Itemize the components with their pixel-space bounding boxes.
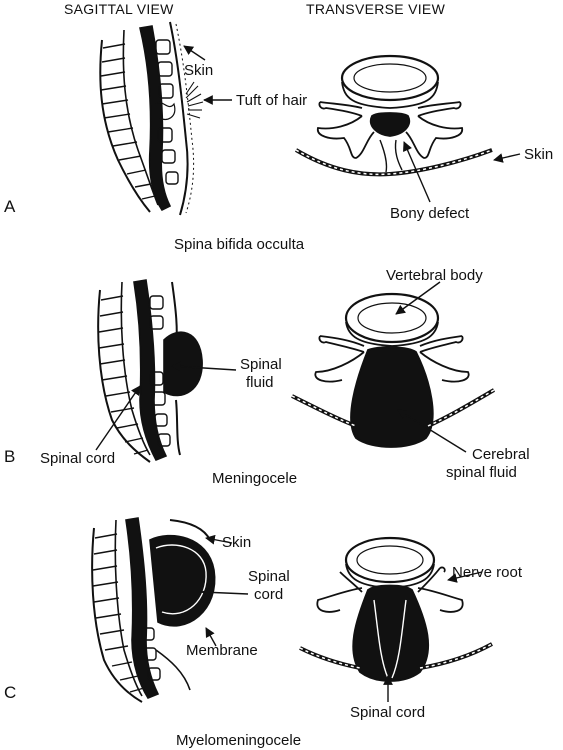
panel-c-letter: C — [4, 683, 17, 702]
leader-vertebral-body — [395, 281, 441, 315]
leader-skin-a-right — [493, 153, 521, 163]
label-nerve-root: Nerve root — [452, 564, 523, 581]
label-spinal-cord-c-line2: cord — [254, 586, 284, 603]
label-skin-a-left: Skin — [184, 62, 214, 79]
label-tuft-of-hair: Tuft of hair — [236, 92, 308, 109]
label-spinal-fluid-line2: fluid — [246, 374, 274, 391]
label-membrane: Membrane — [186, 642, 258, 659]
leader-spinal-fluid — [171, 361, 237, 372]
label-spinal-cord-c-line1: Spinal — [248, 568, 290, 585]
panel-c-transverse — [299, 536, 493, 682]
label-vertebral-body: Vertebral body — [386, 267, 483, 284]
panel-b-sagittal — [97, 279, 203, 463]
panel-a-sagittal — [99, 21, 204, 216]
leader-spinal-cord-c — [201, 587, 249, 598]
label-spinal-cord-b: Spinal cord — [40, 450, 116, 467]
leader-nerve-root — [447, 571, 483, 583]
label-spinal-cord-bottom: Spinal cord — [350, 704, 426, 721]
leader-spinal-cord-b — [95, 385, 141, 451]
leader-cerebral-fluid — [397, 409, 467, 453]
leader-lines — [95, 45, 521, 702]
label-cerebral-line1: Cerebral — [472, 446, 530, 463]
panel-c-sagittal — [91, 517, 216, 703]
panel-a-letter: A — [4, 197, 16, 216]
label-skin-a-right: Skin — [524, 146, 554, 163]
panel-b-transverse — [291, 292, 496, 448]
leader-skin-c — [205, 534, 233, 545]
leader-bony-defect — [403, 141, 431, 203]
label-cerebral-line2: spinal fluid — [446, 464, 517, 481]
panel-b-title: Meningocele — [212, 470, 298, 487]
leader-skin-a-left — [183, 45, 206, 61]
panel-a-transverse — [294, 54, 493, 177]
panel-b-letter: B — [4, 447, 16, 466]
panel-c-title: Myelomeningocele — [176, 732, 302, 749]
header-sagittal: SAGITTAL VIEW — [64, 1, 174, 17]
label-skin-c: Skin — [222, 534, 252, 551]
panel-a-title: Spina bifida occulta — [174, 236, 305, 253]
leader-membrane — [205, 627, 217, 647]
label-bony-defect: Bony defect — [390, 205, 470, 222]
label-spinal-fluid-line1: Spinal — [240, 356, 282, 373]
header-transverse: TRANSVERSE VIEW — [306, 1, 446, 17]
